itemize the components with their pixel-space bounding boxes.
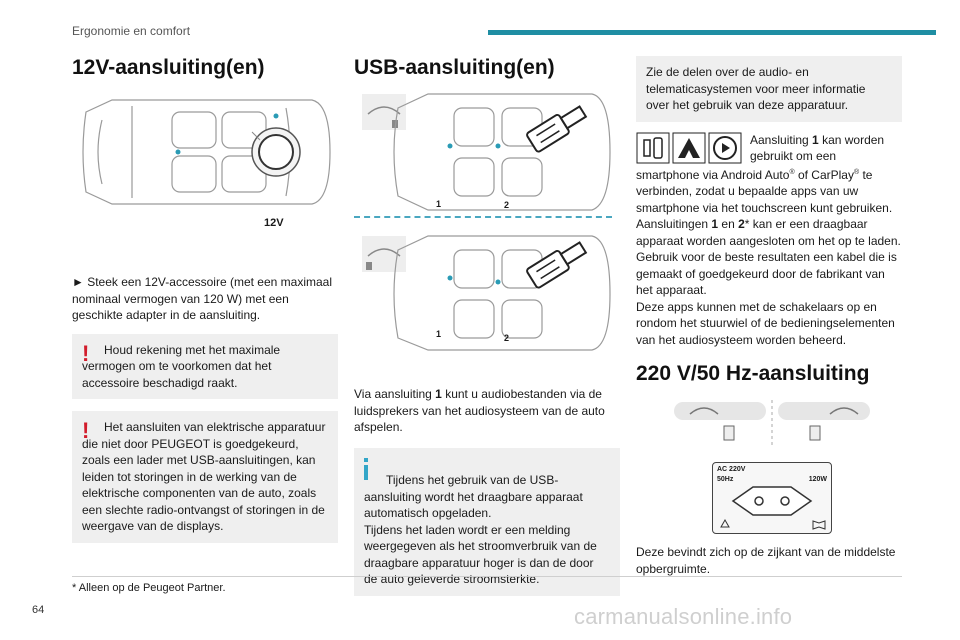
location-paragraph: Deze bevindt zich op de zijkant van de m… — [636, 545, 896, 576]
carplay-paragraph: Aansluiting 1 kan worden gebruikt om een… — [636, 132, 893, 215]
socket-frequency: 50Hz — [717, 476, 734, 483]
charging-paragraph: Aansluitingen 1 en 2* kan er een draagba… — [636, 217, 901, 297]
warning-icon: ! — [82, 340, 90, 366]
warning-text: Het aansluiten van elektrische apparatuu… — [82, 420, 326, 533]
info-text: Tijdens het gebruik van de USB-aansluiti… — [364, 473, 597, 586]
page-number: 64 — [32, 604, 45, 616]
info-icon — [364, 457, 368, 480]
footer-rule — [72, 576, 902, 577]
diagram-divider — [354, 216, 612, 218]
heading-usb: USB-aansluiting(en) — [354, 56, 555, 79]
diagram-label-2: 2 — [504, 333, 510, 343]
diagram-label-1: 1 — [436, 199, 442, 209]
connectivity-icons — [636, 132, 742, 163]
diagram-label-1: 1 — [436, 329, 442, 339]
heading-12v: 12V-aansluiting(en) — [72, 56, 265, 79]
car-usb-diagram-top — [362, 93, 611, 211]
note-box: Zie de delen over de audio- en telematic… — [636, 56, 902, 122]
info-box: Tijdens het gebruik van de USB-aansluiti… — [354, 447, 620, 596]
instruction-text: ► Steek een 12V-accessoire (met een maxi… — [72, 275, 332, 322]
warning-box: ! Het aansluiten van elektrische apparat… — [72, 411, 338, 543]
diagram-label-2: 2 — [504, 200, 510, 210]
car-usb-diagram-bottom — [362, 235, 611, 351]
warning-text: Houd rekening met het maximale vermogen … — [82, 342, 281, 390]
warning-icon: ! — [82, 418, 90, 443]
footnote: * Alleen op de Peugeot Partner. — [72, 582, 226, 594]
steering-diagram — [674, 400, 870, 446]
column-right: Zie de delen over de audio- en telematic… — [636, 56, 902, 577]
header-accent-bar — [488, 30, 936, 35]
controls-paragraph: Deze apps kunnen met de schakelaars op e… — [636, 299, 895, 347]
usb-paragraph: Via aansluiting 1 kunt u audiobestanden … — [354, 387, 605, 434]
section-header: Ergonomie en comfort — [72, 24, 191, 38]
watermark: carmanualsonline.info — [574, 604, 793, 629]
column-usb: USB-aansluiting(en) 1 2 — [354, 56, 620, 596]
car-12v-diagram — [82, 99, 331, 205]
socket-12v-label: 12V — [264, 217, 284, 229]
socket-power: 120W — [808, 476, 827, 483]
socket-voltage: AC 220V — [717, 466, 746, 473]
heading-220v: 220 V/50 Hz-aansluiting — [636, 362, 870, 385]
socket-outlet-icon — [720, 486, 826, 530]
column-12v: 12V-aansluiting(en) 12V ► Steek een 12V-… — [72, 56, 338, 543]
ac-socket-panel: AC 220V 50Hz 120W — [712, 462, 832, 534]
warning-box: ! Houd rekening met het maximale vermoge… — [72, 333, 338, 399]
